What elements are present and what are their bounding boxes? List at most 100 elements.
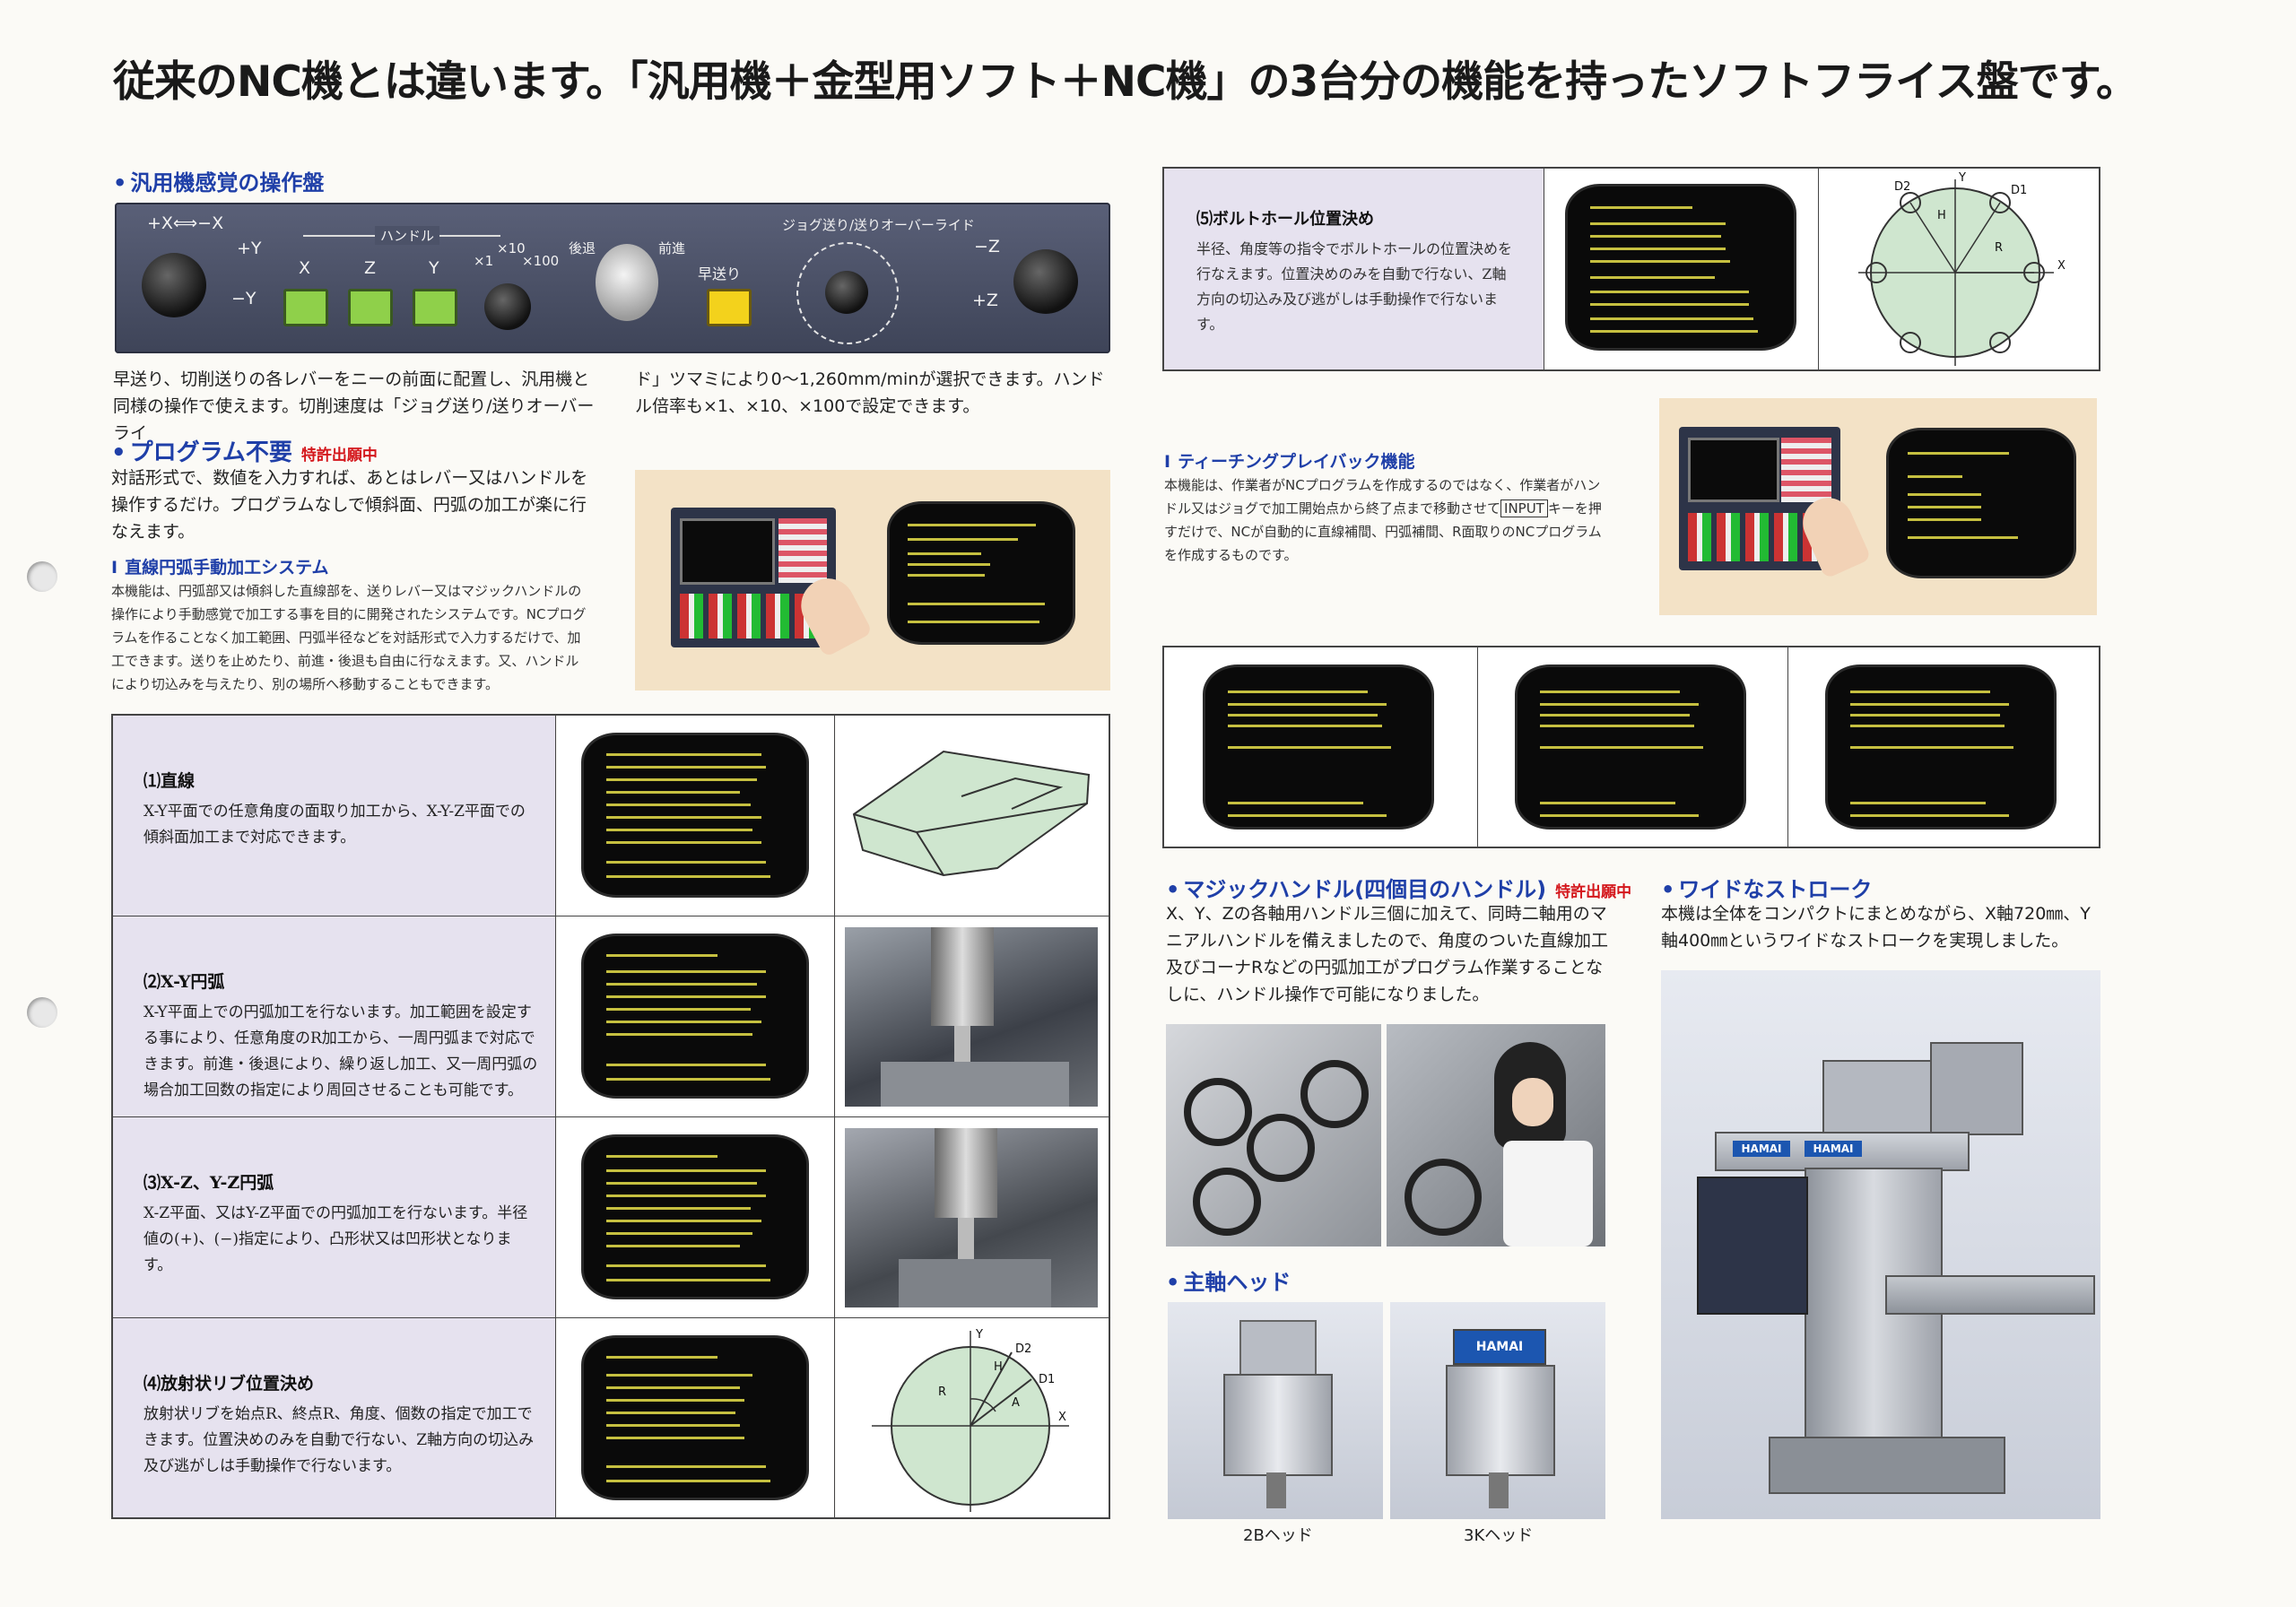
panel-y-plus-label: +Y (237, 239, 262, 258)
bolt-hole-title: ⑸ボルトホール位置決め (1196, 210, 1374, 229)
jog-override-knob-icon (825, 271, 868, 314)
machine-head (1822, 1060, 1934, 1135)
binder-hole (27, 997, 57, 1028)
teaching-desc-b: キーを押すだけで、NCが自動的に直線補間、円弧補間、R面取りのNCプログラムを作… (1164, 500, 1602, 563)
magic-handle-desc: X、Y、Zの各軸用ハンドル三個に加えて、同時二軸用のマニアルハンドルを備えました… (1166, 904, 1609, 1004)
hamai-logo: HAMAI (1733, 1141, 1790, 1157)
machine-motor (1930, 1042, 2023, 1135)
teaching-title-text: ティーチングプレイバック機能 (1178, 452, 1415, 472)
wide-stroke-desc: 本機は全体をコンパクトにまとめながら、X軸720㎜、Y軸400㎜というワイドなス… (1661, 904, 2091, 951)
panel-x-label: X (299, 258, 311, 278)
nc-keypad (778, 518, 827, 583)
jog-dial-scale (796, 242, 899, 344)
head-3k-caption: 3Kヘッド (1464, 1526, 1534, 1545)
bolt-hole-desc: 半径、角度等の指令でボルトホールの位置決めを行なえます。位置決めのみを自動で行な… (1196, 240, 1513, 333)
panel-section-title-text: 汎用機感覚の操作盤 (130, 170, 325, 195)
diagram-label: D1 (1039, 1373, 1055, 1386)
crt-screen (584, 936, 806, 1096)
magic-handle-title-text: マジックハンドル(四個目のハンドル) (1183, 877, 1547, 902)
handle-x-button (283, 289, 328, 326)
nc-control-unit (671, 508, 836, 647)
panel-y-minus-label: −Y (231, 289, 257, 308)
diagram-label: Y (975, 1328, 983, 1342)
xy-lever-icon (142, 253, 206, 317)
head-2b-caption: 2Bヘッド (1243, 1526, 1313, 1545)
workpiece (881, 1062, 1069, 1107)
row-text-cell: ⑵X-Y円弧 X-Y平面上での円弧加工を行ないます。加工範囲を設定する事により、… (113, 916, 556, 1116)
program-crt-screen (890, 504, 1073, 642)
handle-z-button (348, 289, 393, 326)
handwheel-icon (1184, 1078, 1252, 1146)
diagram-label: D1 (2011, 184, 2027, 197)
machining-modes-table: ⑴直線 X-Y平面での任意角度の面取り加工から、X-Y-Z平面での傾斜面加工まで… (111, 714, 1110, 1519)
machine-control-box (1697, 1177, 1808, 1315)
diagram-label: H (994, 1360, 1003, 1374)
row-screen-cell (557, 716, 835, 916)
linear-arc-system-title-text: 直線円弧手動加工システム (125, 558, 329, 578)
diagram-label: X (2057, 259, 2066, 273)
page-headline: 従来のNC機とは違います。「汎用機＋金型用ソフト＋NC機」の3台分の機能を持った… (113, 57, 2138, 107)
row-text-cell: ⑶X-Z、Y-Z円弧 X-Z平面、又はY-Z平面での円弧加工を行ないます。半径値… (113, 1117, 556, 1317)
table-row: ⑷放射状リブ位置決め 放射状リブを始点R、終点R、角度、個数の指定で加工できます… (113, 1318, 1109, 1517)
nc-keypad (1781, 438, 1831, 502)
row-text-cell: ⑷放射状リブ位置決め 放射状リブを始点R、終点R、角度、個数の指定で加工できます… (113, 1318, 556, 1517)
diagram-label: Y (1958, 171, 1966, 185)
row-desc: X-Z平面、又はY-Z平面での円弧加工を行ないます。半径値の(+)、(−)指定に… (144, 1204, 528, 1274)
program-section-title: •プログラム不要特許出願中 (111, 439, 378, 466)
linear-arc-system-desc: 本機能は、円弧部又は傾斜した直線部を、送りレバー又はマジックハンドルの操作により… (111, 583, 587, 692)
panel-jog-label: ジョグ送り/送りオーバーライド (782, 217, 975, 233)
crt-screen (584, 735, 806, 895)
head-body (1223, 1374, 1333, 1476)
panel-x100-label: ×100 (522, 253, 560, 269)
spindle (931, 927, 994, 1026)
panel-handle-label: ハンドル (375, 226, 440, 245)
panel-desc-right: ド」ツマミにより0〜1,260mm/minが選択できます。ハンドル倍率も×1、×… (635, 369, 1105, 416)
diagram-label: H (1937, 209, 1946, 222)
patent-badge: 特許出願中 (1555, 883, 1632, 901)
handle-y-button (413, 289, 457, 326)
quill (1489, 1472, 1509, 1508)
panel-y-label: Y (429, 258, 439, 278)
diagram-label: R (938, 1385, 946, 1399)
hamai-logo: HAMAI (1805, 1141, 1862, 1157)
crt-screen (1205, 667, 1431, 827)
row-screen-cell (557, 1117, 835, 1317)
z-lever-icon (1013, 249, 1078, 314)
crt-screen (1568, 187, 1794, 348)
row-text-cell: ⑴直線 X-Y平面での任意角度の面取り加工から、X-Y-Z平面での傾斜面加工まで… (113, 716, 556, 916)
milling-machine-photo: HAMAI HAMAI (1661, 970, 2100, 1519)
head-body (1446, 1365, 1555, 1476)
panel-x1-label: ×1 (474, 253, 494, 269)
diagram-label: A (1012, 1396, 1020, 1410)
input-key-label: INPUT (1500, 499, 1548, 517)
teaching-photo (1659, 398, 2097, 615)
diagram-label: D2 (1894, 180, 1910, 194)
table-row: ⑵X-Y円弧 X-Y平面上での円弧加工を行ないます。加工範囲を設定する事により、… (113, 916, 1109, 1117)
bolt-hole-diagram-cell: D2 Y D1 H R X (1819, 169, 2099, 369)
panel-advance-label: 前進 (658, 240, 686, 256)
teaching-desc: 本機能は、作業者がNCプログラムを作成するのではなく、作業者がハンドル又はジョグ… (1164, 473, 1609, 567)
crt-screen (1518, 667, 1744, 827)
row-title: ⑵X-Y円弧 (144, 972, 225, 992)
spindle-head-title-text: 主軸ヘッド (1183, 1270, 1292, 1295)
teaching-desc-a: 本機能は、作業者がNCプログラムを作成するのではなく、作業者がハンドル又はジョグ… (1164, 477, 1601, 517)
row-screen-cell (557, 1318, 835, 1517)
bolt-hole-screen-cell (1544, 169, 1819, 369)
row-photo-cell (836, 916, 1109, 1116)
patent-badge: 特許出願中 (300, 447, 378, 465)
operator-photo (1387, 1024, 1605, 1247)
diagram-label: D2 (1015, 1342, 1031, 1356)
head-3k-photo: HAMAI (1390, 1302, 1605, 1519)
table-row: ⑶X-Z、Y-Z円弧 X-Z平面、又はY-Z平面での円弧加工を行ないます。半径値… (113, 1117, 1109, 1318)
nc-screen (680, 518, 775, 585)
control-unit-photo (635, 470, 1110, 691)
machine-base (1769, 1437, 2005, 1494)
end-mill (958, 1218, 974, 1268)
end-mill (954, 1026, 970, 1071)
wide-stroke-title: •ワイドなストローク (1661, 877, 1873, 902)
row-desc: 放射状リブを始点R、終点R、角度、個数の指定で加工できます。位置決めのみを自動で… (144, 1405, 535, 1475)
nc-screen (1688, 438, 1779, 502)
panel-z-label: Z (364, 258, 377, 278)
row-title: ⑴直線 (144, 771, 196, 791)
